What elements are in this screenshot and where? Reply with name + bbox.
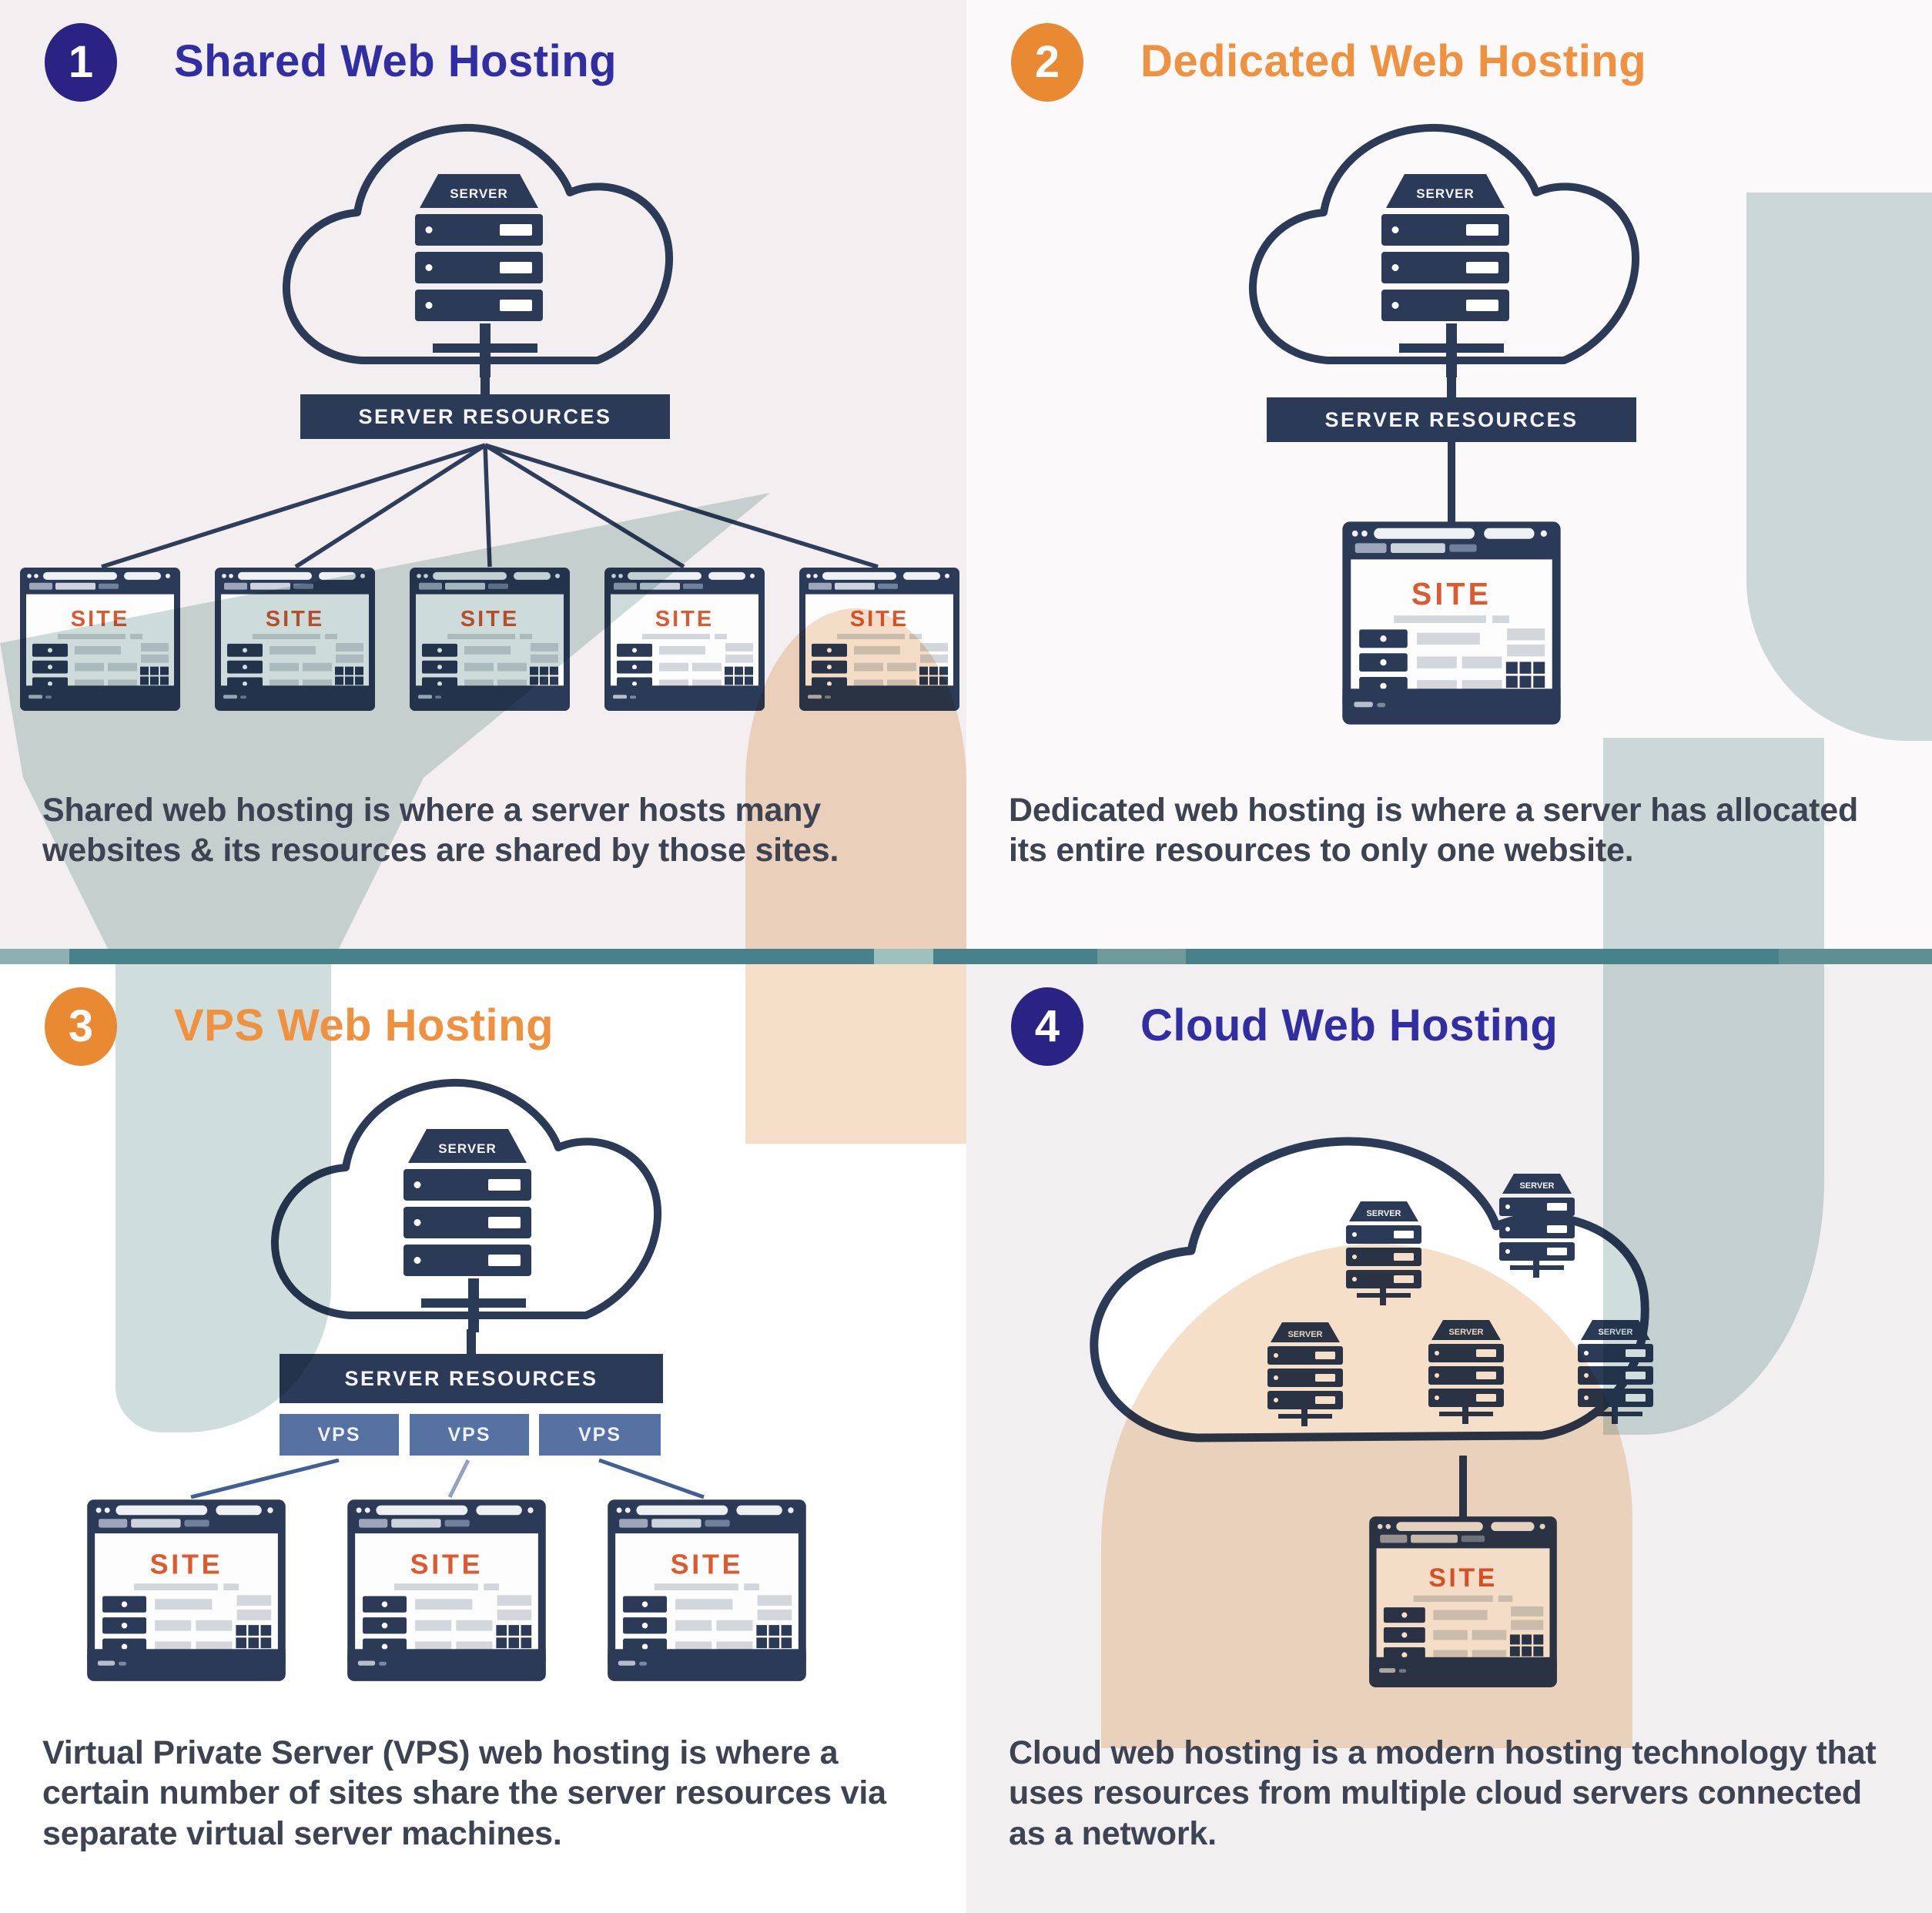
svg-text:SERVER: SERVER <box>438 1141 497 1156</box>
svg-text:SITE: SITE <box>1428 1563 1498 1593</box>
connector-stem <box>1447 374 1456 397</box>
svg-text:SERVER: SERVER <box>1448 1328 1483 1337</box>
svg-text:SITE: SITE <box>71 607 129 632</box>
vps-connector-lines <box>190 1459 705 1499</box>
section-title-dedicated: Dedicated Web Hosting <box>1140 36 1647 86</box>
connector-stem <box>480 374 490 396</box>
site-window-icon: SITE <box>409 567 571 712</box>
site-window-icon: SITE <box>604 567 765 712</box>
number-badge-4: 4 <box>1011 987 1083 1066</box>
svg-text:SITE: SITE <box>1411 578 1492 612</box>
site-window-icon: SITE <box>214 567 376 712</box>
server-resources-bar: SERVER RESOURCES <box>1267 397 1636 442</box>
panel-shared-hosting: 1 Shared Web Hosting SERVER SERVER RESOU… <box>0 0 966 949</box>
cloud-server-icon: SERVER <box>258 1055 689 1332</box>
server-resources-bar: SERVER RESOURCES <box>300 394 670 439</box>
section-title-cloud: Cloud Web Hosting <box>1140 1000 1559 1050</box>
section-description: Dedicated web hosting is where a server … <box>1009 792 1859 869</box>
number-badge-2: 2 <box>1011 23 1083 102</box>
svg-text:SERVER: SERVER <box>1366 1209 1401 1218</box>
svg-text:SITE: SITE <box>266 607 324 632</box>
svg-text:SITE: SITE <box>150 1549 223 1580</box>
site-window-icon: SITE <box>86 1499 286 1682</box>
svg-text:SITE: SITE <box>410 1549 484 1580</box>
site-window-icon: SITE <box>1341 521 1562 725</box>
section-description: Shared web hosting is where a server hos… <box>42 792 839 869</box>
svg-text:SERVER: SERVER <box>1519 1181 1554 1191</box>
connector-line <box>1448 442 1455 522</box>
section-description: Virtual Private Server (VPS) web hosting… <box>42 1734 886 1852</box>
panel-cloud-hosting: 4 Cloud Web Hosting SERVER SERVER SERVER <box>966 964 1932 1913</box>
site-window-icon: SITE <box>1368 1516 1558 1688</box>
svg-text:SITE: SITE <box>655 607 714 632</box>
site-window-icon: SITE <box>19 567 181 712</box>
section-title-shared: Shared Web Hosting <box>174 36 618 86</box>
section-description: Cloud web hosting is a modern hosting te… <box>1009 1734 1877 1852</box>
panel-vps-hosting: 3 VPS Web Hosting SERVER SERVER RESOURCE… <box>0 964 966 1913</box>
svg-text:SITE: SITE <box>460 607 519 632</box>
section-title-vps: VPS Web Hosting <box>174 1000 554 1050</box>
svg-text:SERVER: SERVER <box>450 186 508 201</box>
vps-box: VPS <box>410 1414 529 1456</box>
vps-box: VPS <box>539 1414 661 1456</box>
panel-dedicated-hosting: 2 Dedicated Web Hosting SERVER SERVER RE… <box>966 0 1932 949</box>
site-window-icon: SITE <box>347 1499 547 1682</box>
cloud-server-icon: SERVER <box>270 100 701 377</box>
cloud-server-icon: SERVER <box>1236 100 1667 377</box>
site-window-icon: SITE <box>607 1499 807 1682</box>
svg-text:SITE: SITE <box>850 607 909 632</box>
svg-text:SITE: SITE <box>671 1549 744 1580</box>
svg-text:SERVER: SERVER <box>1598 1328 1632 1337</box>
connector-stem <box>467 1329 476 1354</box>
vps-box: VPS <box>280 1414 399 1456</box>
server-resources-bar: SERVER RESOURCES <box>280 1354 663 1403</box>
number-badge-3: 3 <box>45 987 117 1066</box>
cloud-multi-server-icon: SERVER SERVER SERVER <box>1074 1126 1798 1457</box>
site-window-icon: SITE <box>799 567 960 712</box>
horizontal-divider <box>0 949 1932 964</box>
svg-text:SERVER: SERVER <box>1287 1330 1322 1339</box>
svg-text:SERVER: SERVER <box>1416 186 1475 201</box>
fan-connector-lines <box>101 443 879 569</box>
number-badge-1: 1 <box>45 23 117 102</box>
connector-line <box>1459 1456 1467 1517</box>
